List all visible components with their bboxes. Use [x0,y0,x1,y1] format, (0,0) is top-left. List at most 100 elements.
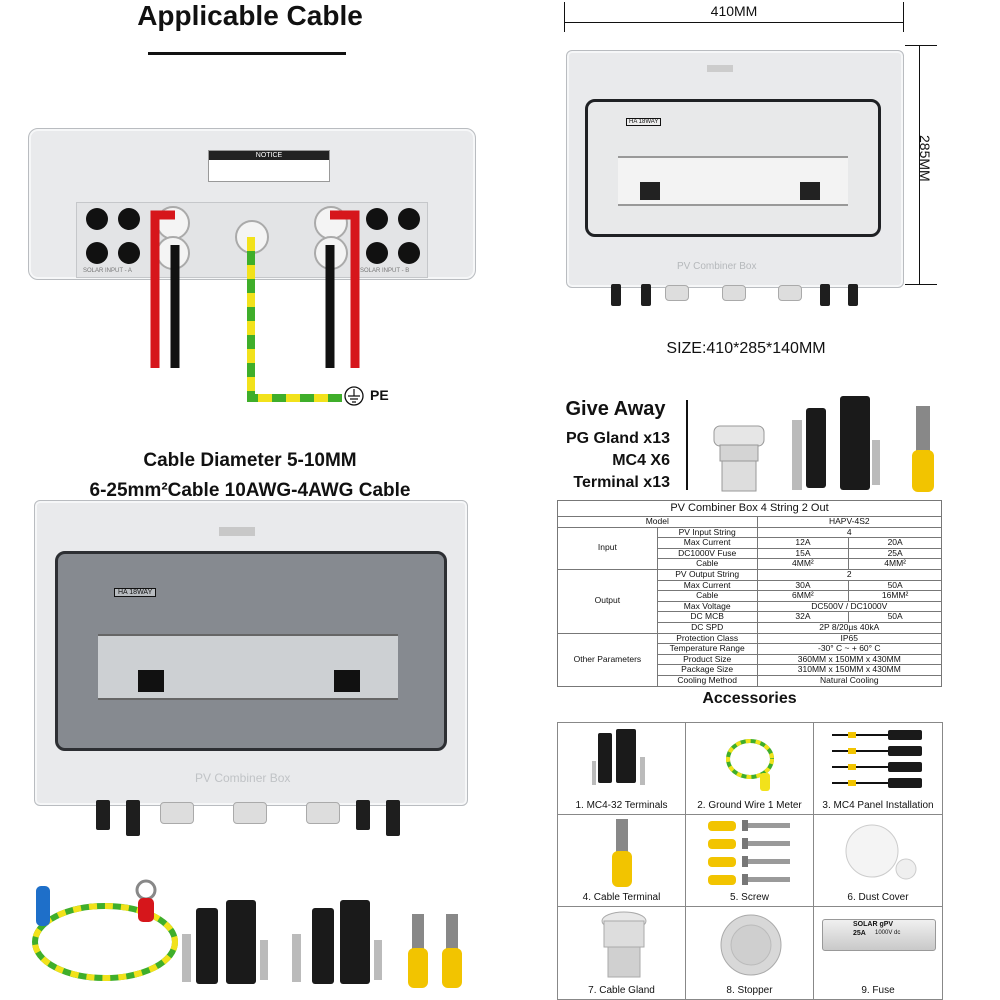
mc4-connector-icon [592,729,645,785]
mc4-connector [356,800,370,830]
spec-value: 30A [756,579,850,592]
mc4-connector [386,800,400,836]
spec-value: 4MM² [756,558,850,570]
terminal-icon [912,406,934,492]
included-accessories-picture [32,879,462,988]
notice-title: NOTICE [209,151,329,160]
fuse-text: 25A [853,930,866,937]
spec-label: Max Current [656,537,758,549]
spec-label: Max Current [656,579,758,592]
spec-value: DC500V / DC1000V [756,600,943,613]
giveaway-item: PG Gland x13 [565,430,670,447]
accessory-item: 7. Cable Gland [558,907,686,999]
cable-gland [778,285,802,301]
dc-breaker [138,670,164,692]
spec-label: DC MCB [656,611,758,623]
accessory-label: 8. Stopper [726,985,773,996]
accessory-item: SOLAR gPV 25A 1000V dc 9. Fuse [814,907,942,999]
giveaway-items-picture [713,396,934,492]
mc4-connector-icon [182,900,268,984]
fuse-text: 1000V dc [875,930,901,936]
cable-gland [233,802,267,824]
cable-gland [665,285,689,301]
spec-value: 4 [756,526,943,539]
spec-value: 6MM² [756,590,850,602]
spec-value: 50A [848,611,942,623]
mc4-connector [126,800,140,836]
cable-wiring-diagram [150,210,364,406]
spec-value: IP65 [756,632,943,645]
spec-value: 20A [848,537,942,549]
mc4-port [366,242,388,264]
spec-value: Natural Cooling [756,674,943,687]
accessories-grid: 1. MC4-32 Terminals 2. Ground Wire 1 Met… [557,722,943,1000]
accessory-item: 1. MC4-32 Terminals [558,723,686,815]
accessory-label: 6. Dust Cover [847,892,909,903]
spec-group-other: Other Parameters [557,632,658,687]
ground-wire-icon [32,879,178,981]
mc4-port [118,208,140,230]
dust-cover-icon [845,824,917,880]
spec-label: DC SPD [656,621,758,634]
mc4-connector [96,800,110,830]
combiner-box-front: HA 18WAY PV Combiner Box [566,50,904,288]
cable-diameter-text: Cable Diameter 5-10MM [143,450,357,471]
spec-value: 25A [848,547,942,560]
spec-value: 12A [756,537,850,549]
mc4-connector-icon [792,396,880,490]
cable-gland [306,802,340,824]
spec-label: PV Input String [656,526,758,539]
box-door: HA 18WAY [585,99,881,237]
accessory-label: 1. MC4-32 Terminals [575,800,668,811]
page-title: Applicable Cable [137,0,363,31]
accessory-item: 3. MC4 Panel Installation [814,723,942,815]
accessory-item: 8. Stopper [686,907,814,999]
mc4-connector [611,284,621,306]
mc4-connector [820,284,830,306]
solar-input-a-label: SOLAR INPUT - A [83,268,132,274]
cable-terminal-icon [612,819,632,887]
pe-label: PE [370,387,389,403]
height-dimension-label: 285MM [917,135,933,182]
mc4-port [118,242,140,264]
spec-label: Cooling Method [656,674,758,687]
giveaway-divider [686,400,688,490]
spec-label: Package Size [656,664,758,676]
spec-value: HAPV-4S2 [756,516,943,528]
spec-value: 32A [756,611,850,623]
cable-terminal-icon [408,914,462,988]
mc4-connector [848,284,858,306]
spec-label: Product Size [656,653,758,666]
spec-value: 360MM x 150MM x 430MM [756,653,943,666]
mc4-port [398,242,420,264]
box-door: HA 18WAY [55,551,447,751]
spec-label: DC1000V Fuse [656,547,758,560]
spec-label: Protection Class [656,632,758,645]
giveaway-item: MC4 X6 [612,452,670,469]
cable-gland-icon [601,911,647,978]
accessory-item: 4. Cable Terminal [558,815,686,907]
spec-value: 16MM² [848,590,942,602]
mc4-port [398,208,420,230]
giveaway-title: Give Away [565,398,666,420]
accessory-item: 5. Screw [686,815,814,907]
brand-plate [219,527,255,536]
mc4-port [86,208,108,230]
spec-value: 15A [756,547,850,560]
pg-gland-icon [713,425,765,492]
mc4-connector [641,284,651,306]
spec-value: -30° C ~ + 60° C [756,643,943,655]
dc-breaker [640,182,660,200]
combiner-box-large: HA 18WAY PV Combiner Box [34,500,468,806]
accessory-label: 9. Fuse [861,985,895,996]
width-dimension-label: 410MM [710,3,758,19]
size-text: SIZE:410*285*140MM [666,340,826,357]
spec-label: Temperature Range [656,643,758,655]
box-label: PV Combiner Box [195,771,291,785]
mc4-connector-icon [292,900,382,984]
accessories-title: Accessories [702,690,797,707]
spec-table-title: PV Combiner Box 4 String 2 Out [557,500,942,517]
accessory-item: 6. Dust Cover [814,815,942,907]
dc-breaker [800,182,820,200]
